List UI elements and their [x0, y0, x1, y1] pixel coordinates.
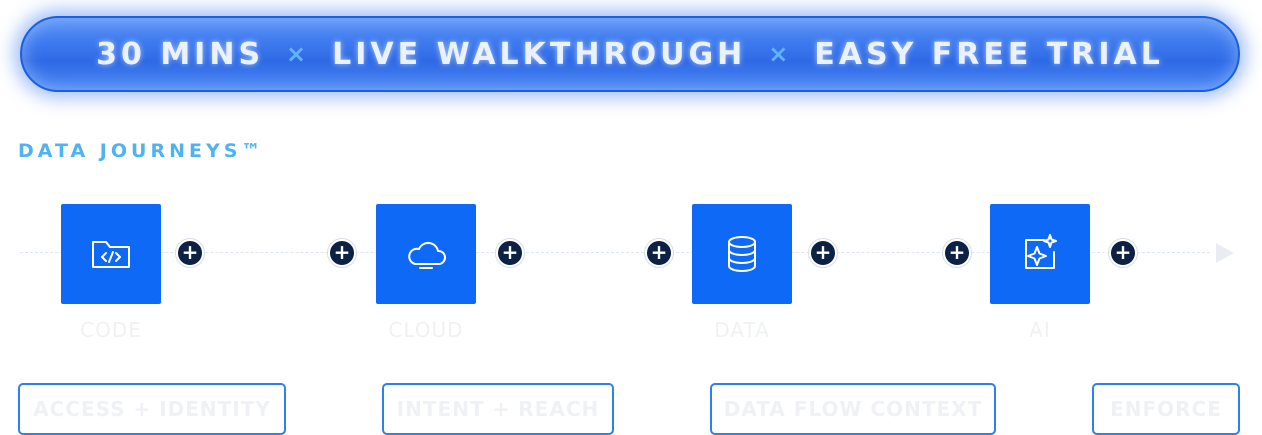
banner-walkthrough: LIVE WALKTHROUGH — [332, 36, 747, 72]
node-code[interactable] — [61, 204, 161, 304]
cloud-icon — [408, 241, 446, 269]
banner-trial: EASY FREE TRIAL — [814, 36, 1164, 72]
plus-icon[interactable]: + — [943, 239, 971, 267]
node-data[interactable] — [692, 204, 792, 304]
node-label-ai: AI — [1029, 318, 1051, 342]
plus-icon[interactable]: + — [328, 239, 356, 267]
pill-label: ENFORCE — [1110, 397, 1222, 421]
node-label-cloud: CLOUD — [388, 318, 464, 342]
pill-label: DATA FLOW CONTEXT — [723, 397, 983, 421]
node-cloud[interactable] — [376, 204, 476, 304]
node-label-code: CODE — [80, 318, 142, 342]
separator-x-icon: × — [768, 40, 793, 68]
pill-label: ACCESS + IDENTITY — [33, 397, 271, 421]
plus-icon[interactable]: + — [176, 239, 204, 267]
pill-intent-reach[interactable]: INTENT + REACH — [382, 383, 614, 435]
plus-icon[interactable]: + — [645, 239, 673, 267]
separator-x-icon: × — [286, 40, 311, 68]
flow-arrow-icon — [1216, 243, 1234, 263]
node-ai[interactable] — [990, 204, 1090, 304]
cta-banner[interactable]: 30 MINS × LIVE WALKTHROUGH × EASY FREE T… — [20, 16, 1240, 92]
pill-label: INTENT + REACH — [396, 397, 600, 421]
plus-icon[interactable]: + — [1109, 239, 1137, 267]
plus-icon[interactable]: + — [809, 239, 837, 267]
flow-line — [20, 252, 1210, 253]
plus-icon[interactable]: + — [496, 239, 524, 267]
pill-data-flow-context[interactable]: DATA FLOW CONTEXT — [710, 383, 996, 435]
pill-enforce[interactable]: ENFORCE — [1092, 383, 1240, 435]
database-icon — [728, 236, 756, 272]
section-title: DATA JOURNEYS™ — [18, 140, 265, 162]
banner-duration: 30 MINS — [96, 36, 265, 72]
pill-access-identity[interactable]: ACCESS + IDENTITY — [18, 383, 286, 435]
code-folder-icon — [92, 241, 130, 268]
node-label-data: DATA — [714, 318, 770, 342]
ai-sparkle-icon — [1025, 234, 1057, 269]
